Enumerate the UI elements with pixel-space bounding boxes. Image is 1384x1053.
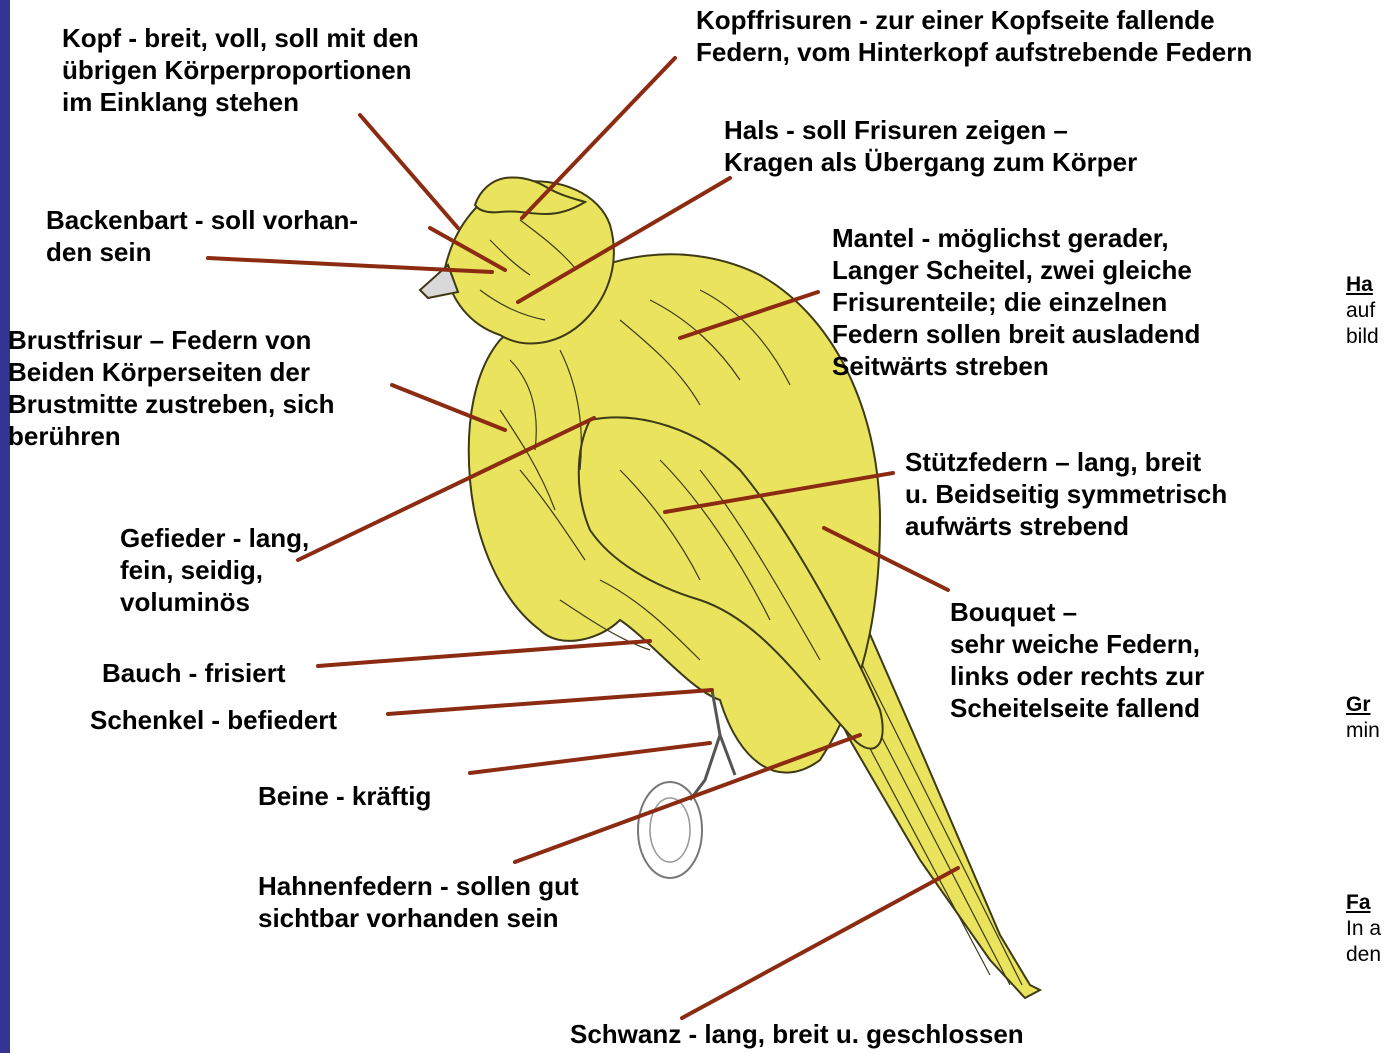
leader-beine <box>470 743 710 773</box>
leader-bauch <box>318 641 650 666</box>
label-hahnenfedern: Hahnenfedern - sollen gut sichtbar vorha… <box>258 870 579 934</box>
leader-kopffrisuren <box>522 58 675 218</box>
side-note-ha: Ha auf bild <box>1346 272 1379 350</box>
label-bauch: Bauch - frisiert <box>102 657 286 689</box>
leader-schenkel <box>388 690 712 714</box>
leader-kopf <box>360 115 458 228</box>
label-hals: Hals - soll Frisuren zeigen – Kragen als… <box>724 114 1137 178</box>
label-beine: Beine - kräftig <box>258 780 431 812</box>
label-backenbart: Backenbart - soll vorhan- den sein <box>46 204 358 268</box>
label-brustfrisur: Brustfrisur – Federn von Beiden Körperse… <box>8 324 335 452</box>
label-schenkel: Schenkel - befiedert <box>90 704 337 736</box>
label-bouquet: Bouquet – sehr weiche Federn, links oder… <box>950 596 1204 724</box>
label-kopffrisuren: Kopffrisuren - zur einer Kopfseite falle… <box>696 4 1252 68</box>
leader-hahnenfedern <box>515 735 860 862</box>
side-note-fa: Fa In a den <box>1346 890 1381 968</box>
label-kopf: Kopf - breit, voll, soll mit den übrigen… <box>62 22 419 118</box>
label-schwanz: Schwanz - lang, breit u. geschlossen <box>570 1018 1024 1050</box>
side-note-gr: Gr min <box>1346 692 1380 744</box>
label-mantel: Mantel - möglichst gerader, Langer Schei… <box>832 222 1200 382</box>
label-gefieder: Gefieder - lang, fein, seidig, voluminös <box>120 522 309 618</box>
label-stuetzfedern: Stützfedern – lang, breit u. Beidseitig … <box>905 446 1227 542</box>
leader-schwanz <box>682 868 958 1018</box>
bird-perch-inner <box>650 798 690 862</box>
